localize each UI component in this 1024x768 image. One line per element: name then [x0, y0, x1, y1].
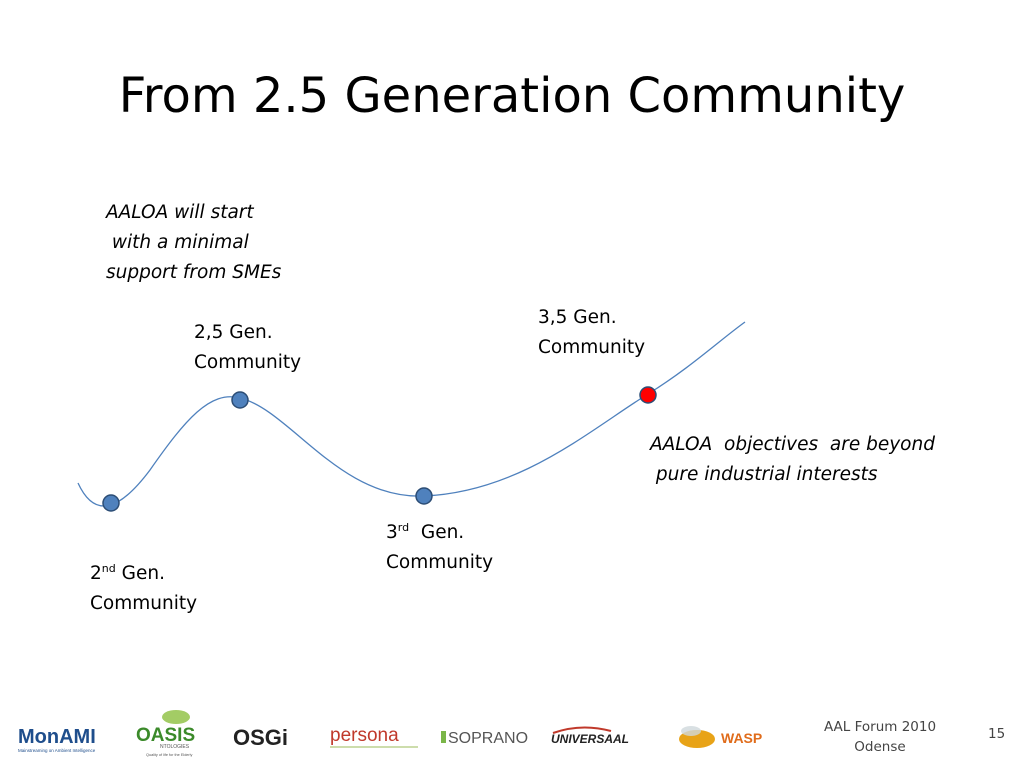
soprano-logo: SOPRANO	[441, 712, 537, 762]
slide-title: From 2.5 Generation Community	[118, 68, 906, 124]
annotation-line: AALOA will start	[106, 202, 254, 223]
page-number: 15	[988, 726, 1006, 742]
node-3rd-gen	[415, 487, 433, 505]
label-text: Gen.	[115, 563, 165, 584]
annotation-aaloa-objectives: AALOA objectives are beyond pure industr…	[650, 430, 935, 490]
label-text: 3,5 Gen.	[538, 307, 617, 328]
wasp-logo-graphic: WASP	[679, 726, 762, 748]
label-text: Gen.	[409, 522, 465, 543]
universaal-logo-text: UNIVERSAAL	[551, 732, 629, 746]
wasp-logo: WASP	[675, 712, 783, 762]
label-line2: Community	[538, 337, 646, 358]
oasis-logo-graphic: OASIS NTOLOGIES Quality of life for the …	[136, 710, 195, 757]
annotation-line: with a minimal	[106, 232, 249, 253]
oasis-tagline: Quality of life for the Elderly	[146, 753, 193, 757]
label-line2: Community	[90, 593, 198, 614]
oasis-logo-sub: NTOLOGIES	[160, 744, 190, 750]
label-line1: 2,5 Gen.	[194, 318, 301, 348]
footer-event: AAL Forum 2010 Odense	[810, 717, 950, 757]
annotation-line: pure industrial interests	[650, 464, 878, 485]
persona-logo-graphic: persona	[330, 725, 418, 748]
label-number: 2	[90, 563, 102, 584]
annotation-line: support from SMEs	[106, 262, 282, 283]
label-text: 2,5 Gen.	[194, 322, 273, 343]
footer-event-location: Odense	[854, 739, 906, 755]
label-number: 3	[386, 522, 398, 543]
universaal-logo-graphic: UNIVERSAAL	[551, 726, 629, 746]
label-line2: Community	[194, 352, 302, 373]
persona-logo-text: persona	[330, 725, 399, 746]
wasp-logo-text: WASP	[721, 730, 762, 746]
oasis-logo-text: OASIS	[136, 725, 195, 746]
label-line1: 2nd Gen.	[90, 559, 197, 589]
osgi-logo-text: OSGi	[233, 725, 288, 750]
label-line1: 3rd Gen.	[386, 518, 493, 548]
annotation-line: AALOA objectives are beyond	[650, 434, 935, 455]
label-3rd-gen: 3rd Gen. Community	[386, 518, 493, 578]
footer-event-name: AAL Forum 2010	[823, 719, 937, 735]
monami-tagline: Mainstreaming on Ambient Intelligence	[18, 748, 96, 753]
label-3-5-gen: 3,5 Gen. Community	[538, 303, 645, 363]
soprano-logo-text: SOPRANO	[448, 730, 528, 747]
monami-logo: MonAMI Mainstreaming on Ambient Intellig…	[18, 712, 110, 762]
label-superscript: nd	[101, 561, 116, 575]
label-2-5-gen: 2,5 Gen. Community	[194, 318, 301, 378]
oasis-logo: OASIS NTOLOGIES Quality of life for the …	[136, 708, 204, 758]
node-3-5-gen	[639, 386, 657, 404]
soprano-logo-graphic: SOPRANO	[441, 730, 528, 747]
monami-logo-text: MonAMI	[18, 726, 96, 748]
osgi-logo-graphic: OSGi	[233, 725, 288, 750]
monami-logo-graphic: MonAMI Mainstreaming on Ambient Intellig…	[18, 726, 96, 753]
label-superscript: rd	[397, 520, 410, 534]
osgi-logo: OSGi	[233, 712, 313, 762]
label-line2: Community	[386, 552, 494, 573]
universaal-logo: UNIVERSAAL	[551, 712, 661, 762]
label-2nd-gen: 2nd Gen. Community	[90, 559, 197, 619]
node-2nd-gen	[102, 494, 120, 512]
annotation-aaloa-start: AALOA will start with a minimal support …	[106, 198, 281, 288]
node-2-5-gen	[231, 391, 249, 409]
label-line1: 3,5 Gen.	[538, 303, 645, 333]
persona-logo: persona	[330, 712, 422, 762]
